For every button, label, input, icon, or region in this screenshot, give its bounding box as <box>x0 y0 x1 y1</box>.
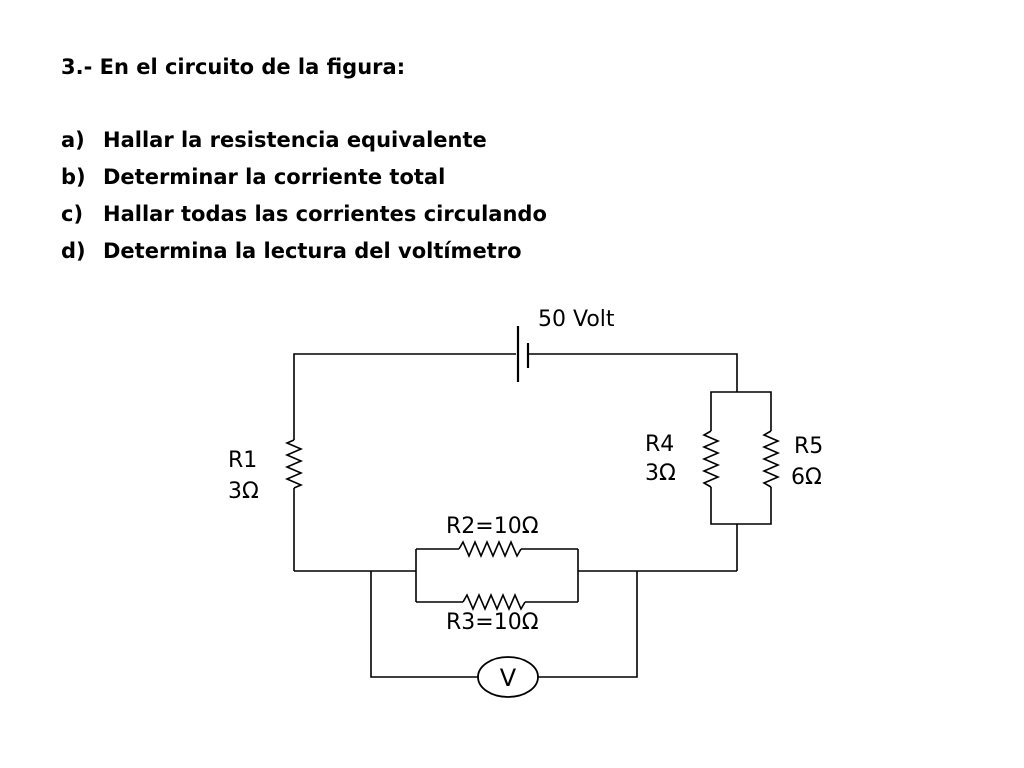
r3-resistor <box>462 592 526 612</box>
problem-title: 3.- En el circuito de la figura: <box>61 55 406 79</box>
r5-name: R5 <box>794 434 823 459</box>
task-letter: d) <box>61 239 86 263</box>
task-text: Determinar la corriente total <box>103 165 446 189</box>
voltmeter-circle <box>477 656 539 698</box>
r1-name: R1 <box>228 448 257 473</box>
top-wire-right <box>529 353 738 392</box>
r4-resistor <box>701 430 721 488</box>
task-text: Hallar todas las corrientes circulando <box>103 202 547 226</box>
r4-r5-top-wire <box>710 391 772 431</box>
task-list: a) Hallar la resistencia equivalente b) … <box>61 125 547 273</box>
task-d: d) Determina la lectura del voltímetro <box>61 236 547 273</box>
r2-label: R2=10Ω <box>446 514 539 539</box>
r2-resistor <box>458 539 522 559</box>
battery-symbol <box>516 326 530 382</box>
task-letter: c) <box>61 202 84 226</box>
source-label: 50 Volt <box>538 307 615 332</box>
r5-resistor <box>761 430 781 488</box>
task-c: c) Hallar todas las corrientes circuland… <box>61 199 547 236</box>
r4-r5-bottom-wire <box>710 487 772 525</box>
task-letter: b) <box>61 165 86 189</box>
task-letter: a) <box>61 128 85 152</box>
r5-value: 6Ω <box>791 465 822 490</box>
task-b: b) Determinar la corriente total <box>61 162 547 199</box>
r3-label: R3=10Ω <box>446 610 539 635</box>
r4-name: R4 <box>645 432 674 457</box>
voltmeter-wire-right <box>538 571 638 678</box>
r4-value: 3Ω <box>645 461 676 486</box>
task-a: a) Hallar la resistencia equivalente <box>61 125 547 162</box>
r1-value: 3Ω <box>228 479 259 504</box>
top-wire <box>293 353 516 440</box>
task-text: Hallar la resistencia equivalente <box>103 128 487 152</box>
voltmeter-wire-left <box>370 571 478 678</box>
voltmeter-label: V <box>500 664 517 692</box>
r1-resistor <box>284 439 304 489</box>
task-text: Determina la lectura del voltímetro <box>103 239 522 263</box>
